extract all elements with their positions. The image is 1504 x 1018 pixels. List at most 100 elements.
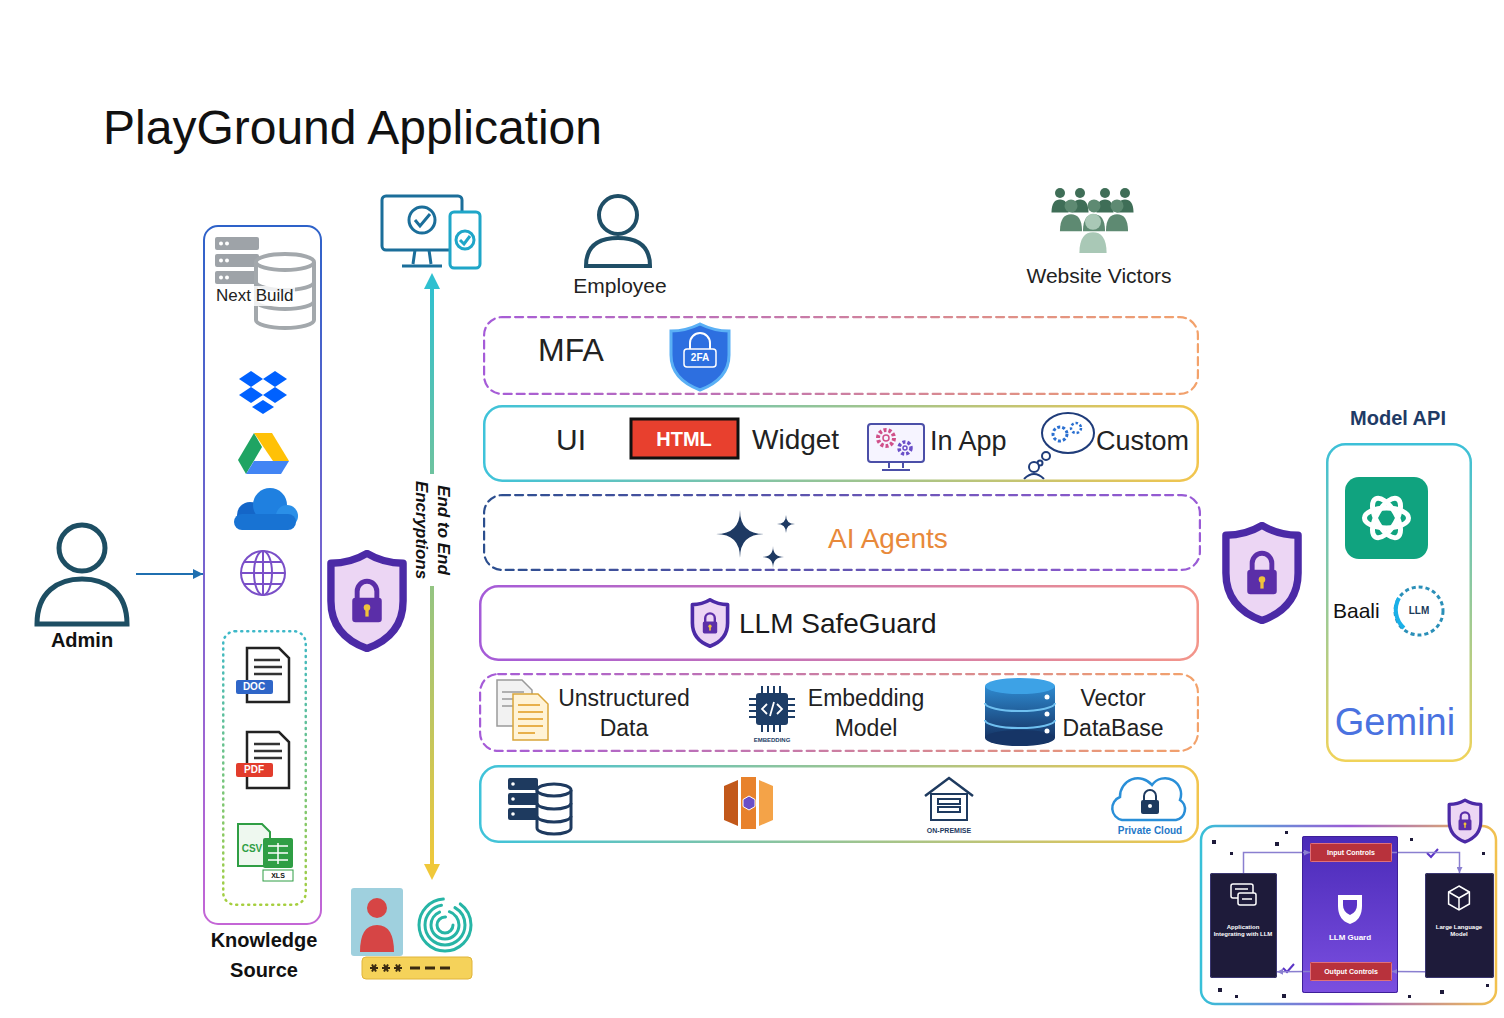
sparkle-icon [762, 546, 784, 568]
web-globe-icon [241, 551, 285, 595]
devices-icon [456, 231, 474, 249]
llm-guard-panel [1210, 873, 1277, 978]
doc-file-icon [254, 660, 282, 674]
vector-database-icon [1045, 712, 1050, 717]
flow-arrow [1244, 853, 1311, 874]
sparkle-icon [716, 510, 795, 568]
node-border [204, 226, 321, 924]
drive-logo [238, 433, 289, 474]
dropbox-logo [252, 400, 274, 414]
custom-idea-icon [1042, 413, 1094, 453]
llm-guard-panel [1440, 990, 1444, 994]
node-text: AI Agents [828, 522, 948, 556]
annotation-label: Website Victors [1026, 263, 1171, 288]
node-text: Unstructured Data [549, 683, 699, 743]
node-border [484, 317, 1198, 394]
embedding-chip-icon [749, 686, 795, 732]
security-shield [331, 553, 403, 648]
onedrive-logo [234, 514, 296, 530]
safeguard-shield [692, 600, 727, 646]
employee-icon [586, 238, 650, 266]
security-shield [1449, 800, 1481, 842]
annotation-label: Employee [573, 273, 666, 298]
node-border [1311, 963, 1392, 981]
cloud-compute-icon [724, 777, 773, 829]
encryption-arrow [424, 273, 440, 289]
llm-guard-panel [1449, 886, 1470, 910]
node-text: ON-PREMISE [927, 827, 971, 835]
admin-actor: Admin [28, 520, 136, 655]
llm-guard-panel [1283, 849, 1438, 972]
annotation-label: EMBEDDING [754, 737, 791, 744]
annotation-label: Next Build [214, 286, 295, 306]
server-icon [537, 784, 571, 796]
spreadsheet-file-icon [263, 838, 293, 868]
doc-file-icon [236, 680, 273, 694]
biometric-icon [419, 899, 471, 951]
node-border [480, 674, 1198, 751]
server-database-icon [215, 271, 259, 284]
node-text: UI [556, 422, 586, 458]
openai-logo [1365, 494, 1409, 542]
server-database-icon [225, 276, 229, 280]
server-icon [511, 812, 515, 816]
llm-guard-panel [1275, 842, 1279, 846]
llm-guard-panel [1235, 889, 1252, 899]
openai-logo [1345, 477, 1428, 559]
in-app-icon [882, 462, 910, 470]
safeguard-band: LLM SafeGuard [479, 585, 1199, 661]
server-database-icon [215, 254, 259, 267]
llm-guard-panel [1218, 988, 1222, 992]
visitors-crowd-icon [1106, 199, 1128, 231]
spreadsheet-file-icon [268, 843, 288, 864]
input-control-box: Input Controls [1310, 843, 1392, 862]
knowledge-source-box: DOCPDFCSVXLSKnowledge Source [203, 225, 322, 925]
dropbox-logo [263, 371, 287, 387]
interface-band: UIHTMLWidgetIn AppCustom [483, 405, 1199, 482]
server-database-icon [225, 259, 229, 263]
llm-guard-panel [1338, 895, 1362, 924]
node-text: PDF [244, 764, 264, 776]
llm-guard-panel [1235, 995, 1238, 998]
annotation-label: LLM [1409, 605, 1430, 617]
node-border [484, 495, 1200, 570]
flow-arrow [1392, 853, 1460, 874]
employee-icon [599, 196, 637, 234]
cloud-compute-icon [743, 796, 755, 810]
admin-icon [59, 525, 105, 571]
node-border [1426, 874, 1494, 978]
custom-idea-icon [1071, 423, 1081, 433]
admin-icon [37, 579, 127, 624]
biometric-icon [419, 899, 471, 951]
html-badge [631, 419, 738, 458]
in-app-icon [868, 424, 924, 470]
biometric-icon [362, 957, 472, 979]
llm-guard-panel [1212, 840, 1216, 844]
llm-guard-panel [1425, 873, 1494, 978]
server-database-icon [225, 242, 229, 246]
llm-guard-panel [1449, 886, 1470, 910]
private-cloud-icon [1112, 778, 1185, 820]
devices-icon [409, 207, 435, 233]
biometric-icon [370, 965, 378, 972]
auth-band: MFA [483, 316, 1199, 395]
unstructured-doc-icon [513, 694, 548, 740]
openai-logo [1367, 494, 1406, 542]
web-globe-icon [241, 551, 285, 595]
node-text: DOC [243, 681, 265, 693]
on-premise-icon [938, 807, 960, 812]
on-premise-icon [931, 794, 967, 820]
annotation-label: End to End Encryptions [410, 474, 454, 586]
vector-database-icon [985, 703, 1055, 728]
server-database-icon [215, 237, 259, 250]
node-text: Large Language Model [1428, 924, 1490, 938]
node-text: Widget [752, 423, 839, 457]
node-text: Embedding Model [801, 683, 931, 743]
node-border [1211, 874, 1277, 978]
vector-database-icon [985, 678, 1055, 746]
data-band: Unstructured DataEmbedding ModelVector D… [479, 673, 1199, 752]
llm-guard-panel [1282, 994, 1286, 998]
node-outline [203, 225, 322, 925]
private-cloud-icon [1141, 800, 1159, 814]
annotation-label: 2FA [691, 352, 709, 364]
